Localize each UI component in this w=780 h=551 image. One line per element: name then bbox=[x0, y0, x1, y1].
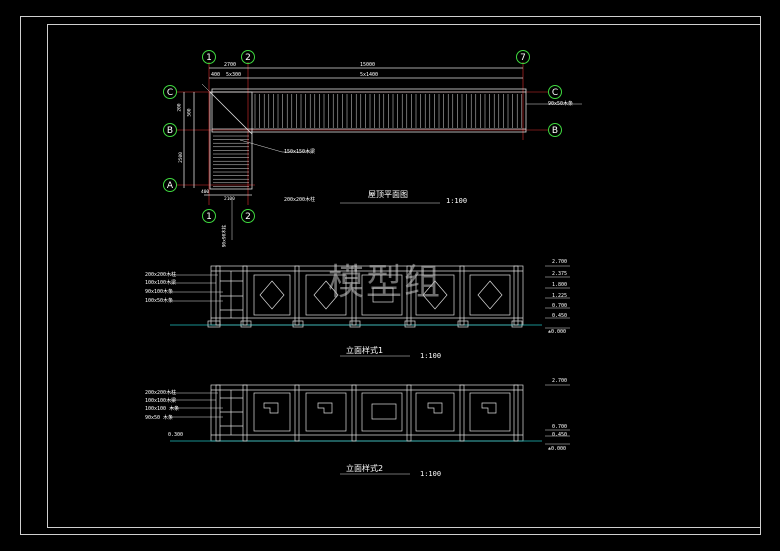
elev2-level-4: ±0.000 bbox=[548, 446, 567, 452]
elev1-leaders bbox=[170, 265, 570, 357]
dim-total: 15000 bbox=[360, 62, 376, 68]
elev1-level-1: 2.700 bbox=[552, 259, 568, 265]
dim-left2: 500 bbox=[187, 108, 193, 117]
dim-bottom2: 2100 bbox=[224, 197, 235, 202]
elev2-title: 立面样式2 bbox=[346, 464, 384, 473]
grid-bubble-top-2: 2 bbox=[241, 50, 255, 64]
elev2-note-1: 200x200木柱 bbox=[145, 390, 177, 396]
plan-title: 屋顶平面图 bbox=[368, 190, 408, 199]
elev1-title: 立面样式1 bbox=[346, 346, 384, 355]
plan-scale: 1:100 bbox=[446, 197, 468, 205]
dim-seg4: 5x1400 bbox=[360, 72, 379, 78]
rafters-vertical bbox=[213, 135, 249, 187]
elev1-level-3: 1.800 bbox=[552, 282, 568, 288]
elev2-level-1: 2.700 bbox=[552, 378, 568, 384]
plan-leaders bbox=[201, 83, 582, 240]
elev2-note-4: 90x50 木条 bbox=[145, 415, 174, 421]
elevation-1 bbox=[170, 265, 542, 328]
elev1-level-4: 1.225 bbox=[552, 293, 568, 299]
grid-bubble-bottom-2: 2 bbox=[241, 209, 255, 223]
elev2-left-level: 0.300 bbox=[168, 432, 184, 438]
note-vertical: 90x90木柱 bbox=[222, 224, 228, 248]
grid-bubble-top-7: 7 bbox=[516, 50, 530, 64]
grid-bubble-right-c: C bbox=[548, 85, 562, 99]
elev2-note-2: 100x100木梁 bbox=[145, 398, 177, 404]
grid-bubble-left-b: B bbox=[163, 123, 177, 137]
elev2-note-3: 100x100 木条 bbox=[145, 406, 180, 412]
elev2-leaders bbox=[170, 384, 570, 475]
elev1-level-6: 0.450 bbox=[552, 313, 568, 319]
dim-left1: 200 bbox=[177, 103, 183, 112]
dim-seg1: 400 bbox=[211, 72, 221, 78]
elevation-2 bbox=[170, 384, 542, 442]
grid-bubble-top-1: 1 bbox=[202, 50, 216, 64]
elev1-note-1: 200x200木柱 bbox=[145, 272, 177, 278]
elev1-level-5: 0.700 bbox=[552, 303, 568, 309]
elev1-level-7: ±0.000 bbox=[548, 329, 567, 335]
note-beam: 150x150木梁 bbox=[284, 149, 316, 155]
roof-plan bbox=[176, 62, 548, 205]
elev1-level-2: 2.375 bbox=[552, 271, 568, 277]
grid-bubble-left-c: C bbox=[163, 85, 177, 99]
elev2-level-2: 0.700 bbox=[552, 424, 568, 430]
elev1-note-2: 100x100木梁 bbox=[145, 280, 177, 286]
elev2-level-3: 0.450 bbox=[552, 432, 568, 438]
note-post: 200x200木柱 bbox=[284, 197, 316, 203]
dim-bottom1: 400 bbox=[201, 190, 210, 195]
elev1-note-4: 100x50木条 bbox=[145, 298, 174, 304]
inner-frame bbox=[47, 24, 761, 528]
watermark: 模型组 bbox=[328, 262, 443, 303]
dim-left3: 2500 bbox=[178, 152, 184, 163]
grid-bubble-left-a: A bbox=[163, 178, 177, 192]
dim-seg2: 2700 bbox=[224, 62, 237, 68]
dim-seg3: 5x300 bbox=[226, 72, 242, 78]
elev1-note-3: 90x100木条 bbox=[145, 289, 174, 295]
grid-bubble-right-b: B bbox=[548, 123, 562, 137]
rafters-horizontal bbox=[254, 94, 523, 128]
elev1-scale: 1:100 bbox=[420, 352, 442, 360]
elev2-scale: 1:100 bbox=[420, 470, 442, 478]
grid-bubble-bottom-1: 1 bbox=[202, 209, 216, 223]
note-rafter: 90x50木条 bbox=[548, 101, 574, 107]
